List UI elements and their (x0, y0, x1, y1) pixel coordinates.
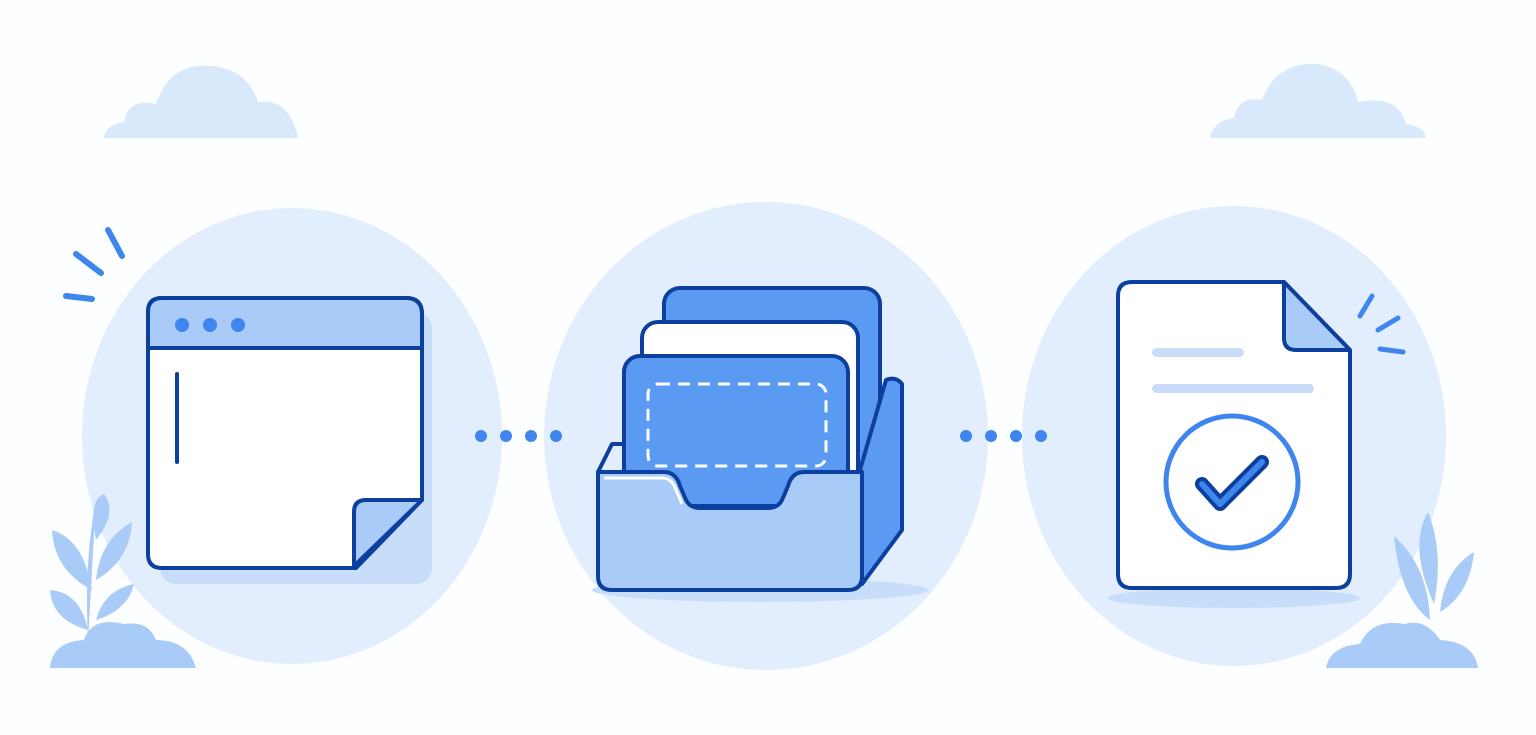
connector-1 (475, 430, 562, 442)
window-dot-icon (231, 318, 245, 332)
document-line (1152, 348, 1244, 357)
checkmark-highlight (1199, 459, 1265, 507)
document-shadow (1108, 588, 1360, 608)
leaf-plant-icon (1326, 512, 1478, 668)
window-dot-icon (175, 318, 189, 332)
step-draft (146, 296, 432, 584)
step-approve (1108, 280, 1360, 608)
connector-2 (960, 430, 1047, 442)
approval-ring (1163, 413, 1301, 551)
cloud-icon (104, 65, 298, 138)
sparkle-lines-icon (63, 227, 125, 302)
tray-front (596, 470, 864, 592)
connector-dots (475, 430, 1047, 442)
approved-document-icon (1108, 280, 1360, 608)
tray-left-wall (596, 442, 624, 473)
tray-side (858, 376, 904, 586)
document-line (1152, 384, 1314, 393)
cloud-icon (1210, 63, 1426, 138)
document-fold (1282, 280, 1352, 352)
sparkle-lines-icon (1357, 293, 1406, 355)
window-dot-icon (203, 318, 217, 332)
leaf-plant-icon (50, 494, 196, 668)
window-titlebar (146, 296, 424, 350)
page-curl-icon (352, 498, 424, 568)
card-dashed-frame (646, 382, 828, 468)
tray-rim (604, 476, 684, 505)
blank-note-window-icon (146, 296, 432, 584)
card-tray-icon (592, 286, 928, 602)
step-organize (592, 286, 928, 602)
